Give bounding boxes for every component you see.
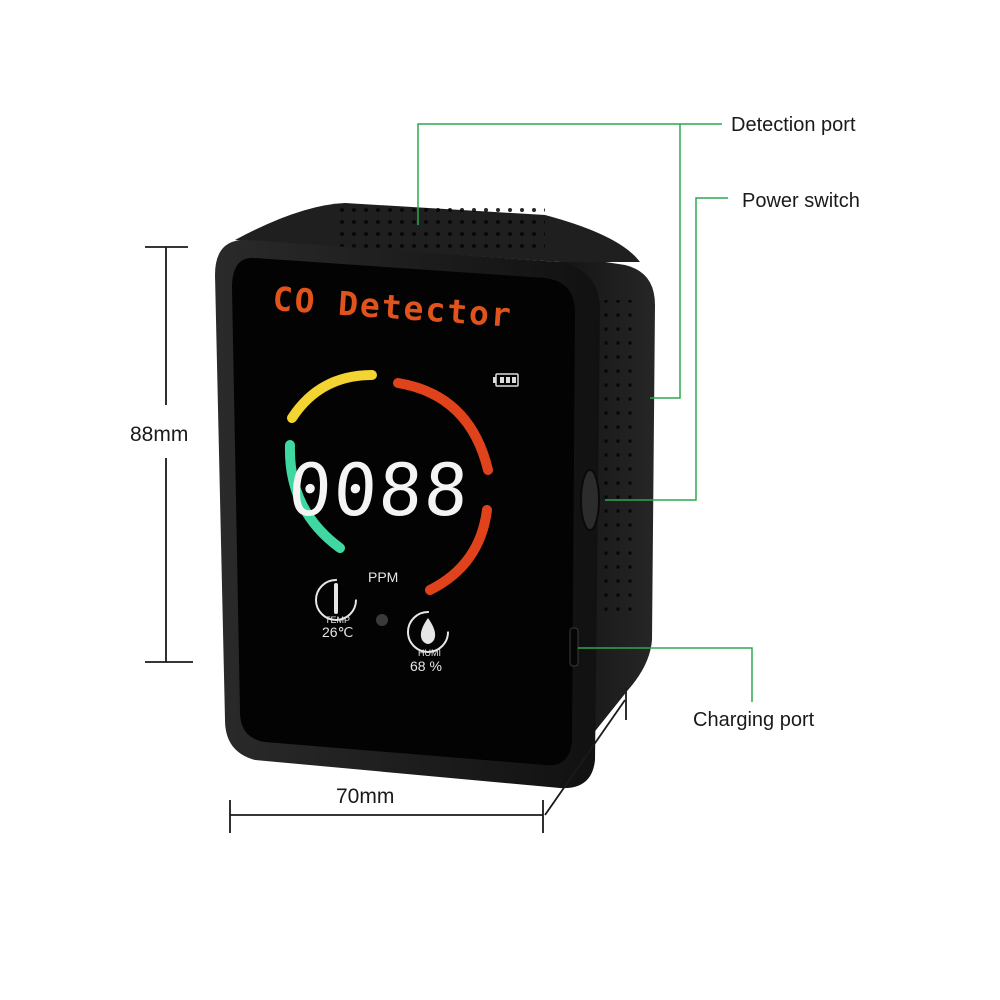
- detection-port-line: [417, 123, 722, 225]
- width-dimension-label: 70mm: [336, 785, 394, 808]
- humidity-value: 68 %: [410, 658, 442, 674]
- height-dimension: [145, 246, 193, 663]
- power-switch-line: [605, 197, 728, 501]
- power-switch-label: Power switch: [742, 190, 860, 212]
- water-drop-icon: [407, 611, 449, 653]
- co-reading-value: 0088: [286, 448, 472, 532]
- top-vent-grille: [335, 208, 545, 256]
- thermometer-icon: [315, 579, 357, 621]
- humidity-indicator: HUMI 68 %: [407, 611, 449, 674]
- width-dimension: [229, 800, 544, 833]
- charging-port-label: Charging port: [693, 709, 815, 731]
- sensor-light: [376, 614, 388, 626]
- reading-unit: PPM: [368, 569, 398, 585]
- gauge-red-arc-top: [393, 378, 493, 475]
- temperature-value: 26℃: [322, 624, 353, 640]
- detection-port-branch-line: [650, 124, 681, 399]
- co-detector-device: [215, 203, 655, 789]
- gauge-red-arc-bottom: [425, 505, 492, 595]
- depth-dimension: [544, 688, 627, 816]
- temperature-label: TEMP: [325, 615, 350, 625]
- charging-port[interactable]: [569, 627, 579, 667]
- humidity-label: HUMI: [418, 648, 441, 658]
- display-screen: [232, 257, 575, 766]
- temperature-indicator: TEMP 26℃: [315, 579, 357, 640]
- charging-port-line: [578, 647, 753, 702]
- power-switch-button[interactable]: [580, 469, 600, 531]
- gauge-arcs: [284, 370, 493, 595]
- callout-lines: [417, 123, 753, 702]
- gauge-green-arc: [284, 440, 345, 553]
- gauge-yellow-arc: [287, 370, 377, 423]
- detection-port-label: Detection port: [731, 114, 856, 136]
- battery-icon: [493, 373, 519, 387]
- height-dimension-label: 88mm: [130, 423, 188, 446]
